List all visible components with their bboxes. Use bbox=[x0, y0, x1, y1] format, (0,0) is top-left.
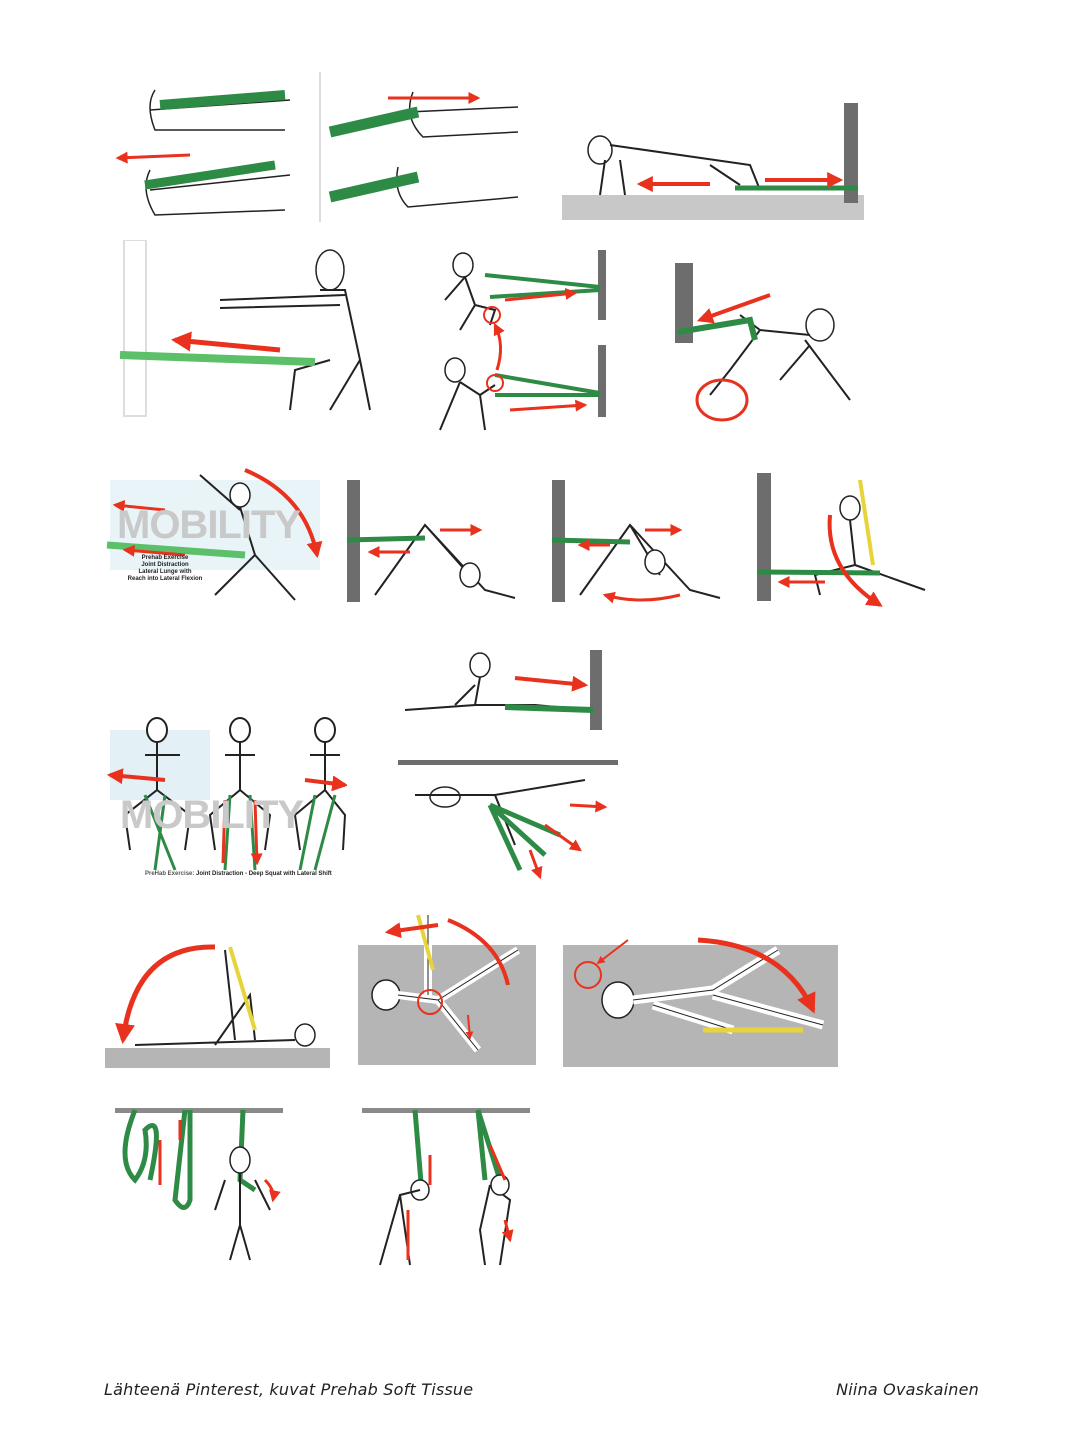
caption-line: Prehab Exercise bbox=[141, 555, 189, 561]
seated-band-foot-pull-illustration bbox=[318, 72, 522, 222]
exercise-caption: Prehab Exercise Joint Distraction Latera… bbox=[113, 555, 217, 583]
footer-author-text: Niina Ovaskainen bbox=[836, 1380, 979, 1399]
caption-line: Joint Distraction bbox=[141, 561, 189, 568]
caption-line: Lateral Lunge with bbox=[138, 568, 192, 575]
kneeling-band-hip-illustration bbox=[435, 245, 611, 435]
lateral-lunge-lateral-flexion-illustration: MOBILITY Prehab Exercise Joint Distracti… bbox=[105, 455, 327, 607]
supine-leg-across-strap-illustration bbox=[563, 935, 838, 1068]
hanging-band-shoulder-illustration bbox=[115, 1100, 287, 1262]
supine-cross-leg-strap-illustration bbox=[358, 910, 536, 1066]
squat-band-pull-illustration bbox=[120, 240, 402, 422]
footer-source-text: Lähteenä Pinterest, kuvat Prehab Soft Ti… bbox=[104, 1380, 474, 1399]
band-hip-rotation-illustration bbox=[670, 260, 866, 426]
downward-dog-band-illustration-2 bbox=[550, 480, 727, 607]
caption-title: Joint Distraction - Deep Squat with Late… bbox=[196, 871, 332, 877]
deep-squat-lateral-shift-illustration: MOBILITY PreHab Exercise: Joint Distract… bbox=[105, 715, 347, 882]
lunge-stick-band-illustration bbox=[755, 470, 937, 612]
downward-dog-band-illustration-1 bbox=[345, 480, 522, 607]
plank-band-pull-illustration bbox=[560, 100, 866, 222]
exercise-caption: PreHab Exercise: Joint Distraction - Dee… bbox=[145, 871, 365, 878]
supine-leg-raise-strap-illustration bbox=[105, 935, 332, 1070]
seated-straddle-band-illustration bbox=[395, 645, 622, 882]
watermark-mobility: MOBILITY bbox=[120, 793, 304, 837]
caption-prefix: PreHab Exercise: bbox=[145, 871, 195, 877]
caption-line: Reach into Lateral Flexion bbox=[127, 575, 203, 582]
hanging-band-forward-bend-illustration bbox=[360, 1100, 532, 1272]
watermark-mobility: MOBILITY bbox=[117, 503, 301, 547]
seated-band-leg-pull-illustration bbox=[110, 70, 292, 222]
